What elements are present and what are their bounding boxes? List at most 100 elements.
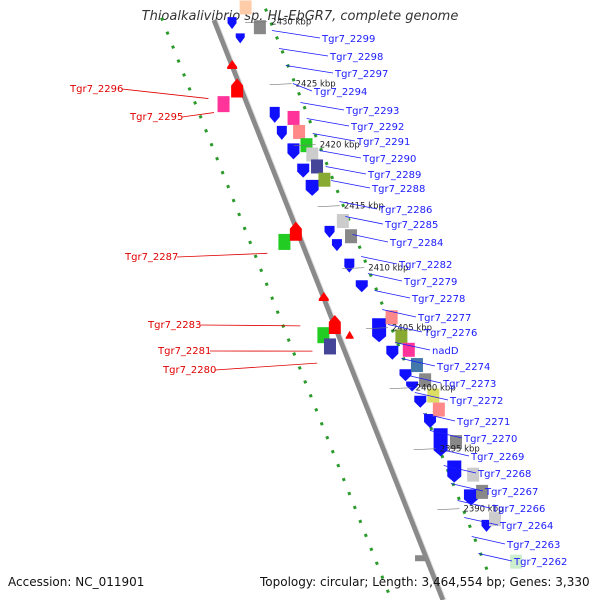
cog-block-18-shape [449, 435, 462, 450]
cog-block-19-shape [467, 467, 480, 482]
forward-gene-label-8: Tgr7_2290 [362, 154, 416, 165]
forward-cds-12 [372, 318, 387, 343]
forward-leader-21 [408, 375, 442, 384]
gene-block-tgr7-2280-shape [323, 338, 336, 355]
forward-cds-10-shape [344, 258, 355, 273]
forward-gene-label-12: Tgr7_2285 [384, 220, 438, 231]
gene-block-tgr7-2287-shape [278, 233, 291, 250]
forward-leader-24 [429, 430, 463, 439]
genome-backbone [211, 19, 446, 600]
cog-block-21-shape [489, 512, 502, 527]
genome-backbone-highlight [216, 19, 447, 600]
cog-block-4 [293, 124, 306, 139]
forward-gene-label-25: Tgr7_2269 [470, 452, 524, 463]
scale-tick-8 [413, 448, 436, 450]
forward-leader-22 [414, 392, 449, 401]
cog-block-21 [489, 512, 502, 527]
gene-block-tgr7-2287b [289, 221, 302, 241]
scale-tick-3 [293, 144, 316, 146]
cog-block-16 [427, 388, 440, 403]
scale-label-9: 2390 kbp [463, 505, 503, 515]
small-rev-cds-2-shape [318, 292, 329, 301]
cog-block-3-shape [287, 110, 300, 125]
forward-cds-6 [297, 163, 310, 178]
forward-leader-3 [285, 65, 334, 74]
small-rev-cds-2 [318, 292, 329, 301]
forward-cds-8-shape [324, 225, 335, 238]
gene-block-tgr7-2295 [231, 78, 244, 98]
forward-leader-19 [395, 342, 431, 351]
scale-label-3: 2420 kbp [320, 141, 360, 151]
cog-block-9-shape [336, 213, 349, 228]
forward-cds-15 [406, 381, 419, 392]
forward-leader-27 [450, 483, 484, 492]
forward-gene-label-16: Tgr7_2278 [411, 294, 465, 305]
forward-gene-label-9: Tgr7_2289 [367, 170, 421, 181]
forward-gene-label-13: Tgr7_2284 [389, 238, 443, 249]
cog-block-20 [476, 484, 489, 499]
forward-cds-9 [331, 239, 342, 252]
cog-block-19 [467, 467, 480, 482]
scale-tick-5 [342, 267, 365, 269]
forward-leader-13 [352, 234, 389, 243]
cog-block-1 [239, 0, 252, 15]
gene-block-tgr7-2296 [217, 96, 230, 113]
forward-leader-16 [374, 290, 411, 299]
forward-gene-label-26: Tgr7_2268 [477, 469, 531, 480]
cog-block-12-shape [395, 329, 408, 344]
topology-text: Topology: circular; Length: 3,464,554 bp… [260, 575, 590, 589]
cog-block-15-shape [419, 373, 432, 388]
forward-cds-7-shape [305, 179, 319, 196]
small-rev-block-shape [415, 555, 426, 562]
forward-gene-label-11: Tgr7_2286 [378, 205, 432, 216]
cog-block-11 [385, 310, 398, 325]
small-rev-cds-1 [227, 60, 238, 69]
forward-leader-10 [331, 180, 371, 189]
forward-gene-label-10: Tgr7_2288 [371, 184, 425, 195]
forward-gene-label-23: Tgr7_2271 [456, 417, 510, 428]
cog-block-1-shape [239, 0, 252, 15]
forward-gene-label-21: Tgr7_2273 [442, 379, 496, 390]
gene-block-tgr7-2281-shape [328, 315, 341, 334]
forward-gene-label-14: Tgr7_2282 [398, 260, 452, 271]
cog-block-22-shape [510, 554, 523, 569]
cog-block-3 [287, 110, 300, 125]
forward-gene-label-20: Tgr7_2274 [436, 362, 490, 373]
forward-gene-label-2: Tgr7_2298 [329, 52, 383, 63]
scale-label-1: 2430 kbp [271, 18, 311, 28]
gene-block-tgr7-2280 [323, 338, 336, 355]
cog-block-7 [311, 159, 324, 174]
cog-block-17-shape [432, 402, 445, 417]
forward-leader-4 [292, 83, 313, 92]
forward-cds-19-shape [447, 460, 462, 483]
cog-block-6 [306, 147, 319, 162]
cog-block-16-shape [427, 388, 440, 403]
forward-cds-10 [344, 258, 355, 273]
scale-tick-4 [317, 205, 340, 207]
forward-leader-25 [436, 448, 470, 457]
forward-cds-16-shape [414, 395, 427, 408]
cog-block-10-shape [345, 229, 358, 244]
cog-block-9 [336, 213, 349, 228]
forward-gene-label-1: Tgr7_2299 [321, 34, 375, 45]
forward-gene-label-24: Tgr7_2270 [463, 434, 517, 445]
cog-block-8-shape [318, 172, 331, 187]
forward-gene-label-31: Tgr7_2262 [513, 557, 567, 568]
scale-tick-2 [269, 83, 292, 85]
cog-block-10 [345, 229, 358, 244]
forward-cds-13-shape [386, 345, 399, 360]
scale-label-2: 2425 kbp [296, 80, 336, 90]
forward-leader-28 [457, 500, 491, 509]
forward-leader-8 [319, 150, 362, 159]
small-rev-cds-3 [345, 330, 354, 339]
reverse-leader-4 [199, 324, 301, 327]
scale-tick-6 [365, 327, 389, 329]
cog-block-4-shape [293, 124, 306, 139]
forward-cds-4 [276, 125, 287, 140]
forward-gene-label-19: nadD [432, 346, 459, 357]
scale-tick-9 [437, 508, 460, 510]
cog-block-7-shape [311, 159, 324, 174]
cog-block-20-shape [476, 484, 489, 499]
forward-cds-15-shape [406, 381, 419, 392]
